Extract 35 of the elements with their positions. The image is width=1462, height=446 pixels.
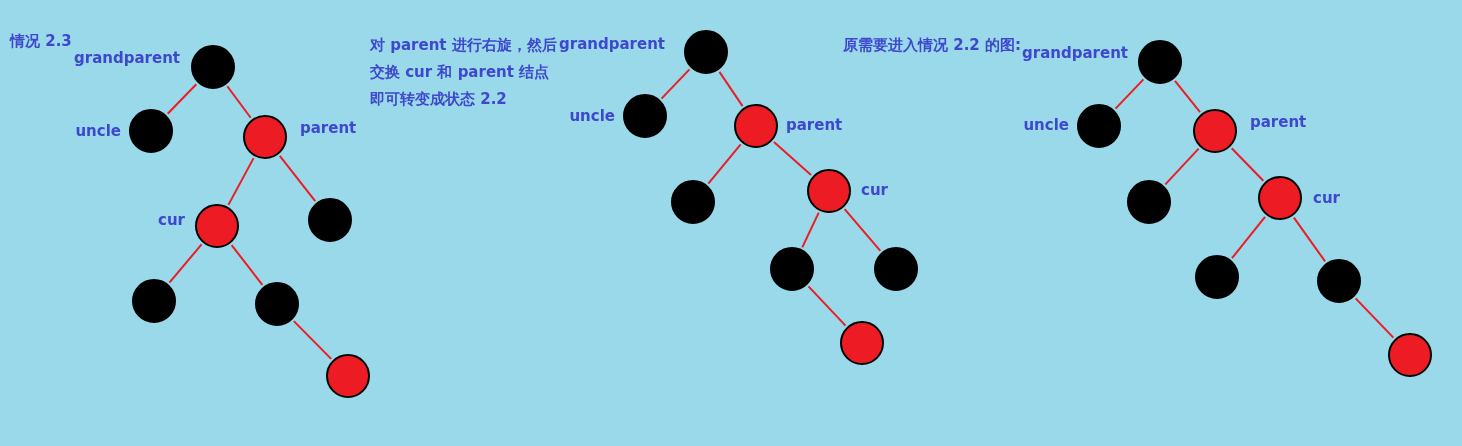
- node-label: uncle: [75, 122, 121, 140]
- tree-edge: [801, 211, 820, 249]
- case-title: 情况 2.3: [10, 31, 73, 52]
- tree-edge: [1164, 147, 1200, 186]
- tree-edge: [772, 140, 813, 177]
- tree-edge: [660, 68, 691, 100]
- tree-edge: [1354, 297, 1395, 339]
- tree-edge: [1173, 79, 1202, 114]
- node-label: parent: [300, 119, 357, 137]
- tree-edge: [166, 83, 198, 115]
- tree-edge: [707, 143, 742, 185]
- node-label: parent: [1250, 113, 1307, 131]
- tree-edge: [168, 243, 203, 284]
- node-label: cur: [1313, 189, 1340, 207]
- note-text: 对 parent 进行右旋，然后交换 cur 和 parent 结点即可转变成状态 2.2: [370, 35, 558, 110]
- tree-edge: [807, 285, 847, 327]
- node-label: grandparent: [74, 49, 180, 67]
- tree-edge: [1292, 216, 1327, 263]
- node-label: uncle: [1023, 116, 1069, 134]
- node-label: cur: [861, 181, 888, 199]
- tree-edge: [292, 320, 333, 360]
- tree-edge: [1230, 147, 1265, 182]
- node-label: uncle: [569, 107, 615, 125]
- tree-edge: [230, 244, 264, 286]
- tree-edge: [278, 154, 317, 203]
- node-label: grandparent: [1022, 44, 1128, 62]
- tree-edge: [227, 157, 255, 206]
- node-label: grandparent: [559, 35, 665, 53]
- node-label: cur: [158, 211, 185, 229]
- tree-edge: [1230, 215, 1267, 260]
- tree-edge: [226, 85, 252, 119]
- node-label: parent: [786, 116, 843, 134]
- tree-edge: [718, 70, 744, 108]
- tree-edge: [843, 208, 882, 252]
- tree-edge: [1114, 78, 1145, 110]
